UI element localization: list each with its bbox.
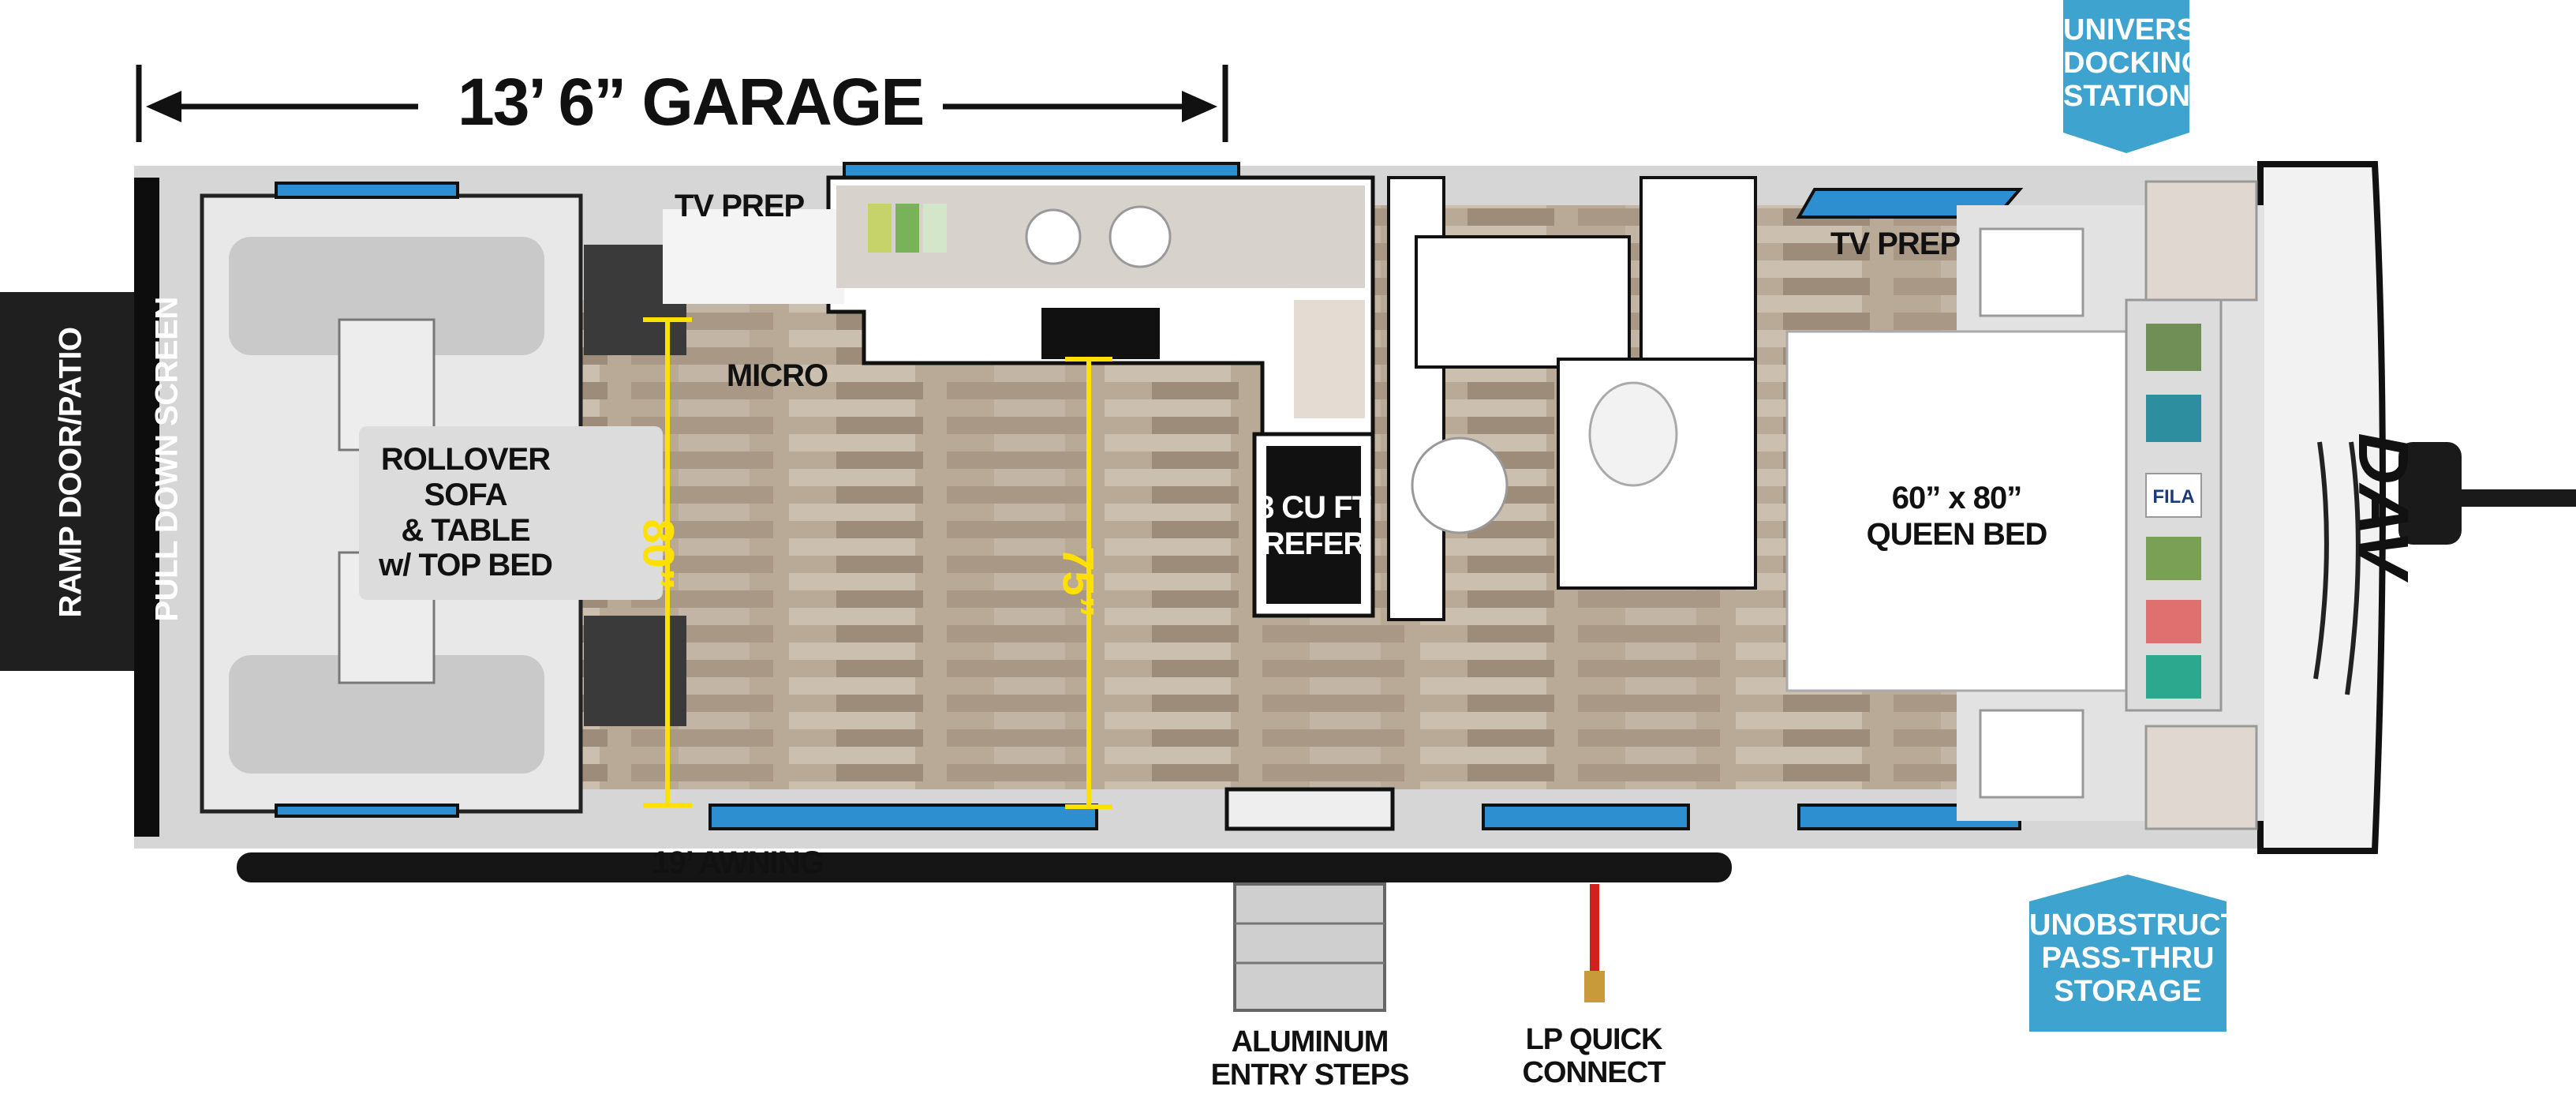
sofa-label: ROLLOVER SOFA & TABLE w/ TOP BED xyxy=(371,442,560,583)
rear-wall xyxy=(134,178,159,837)
sofa-line-1: ROLLOVER xyxy=(380,442,551,477)
sofa-line-4: w/ TOP BED xyxy=(379,548,553,583)
awning xyxy=(237,852,1732,882)
storage-line-3: STORAGE xyxy=(2054,974,2202,1008)
garage-length-label: 13’ 6” GARAGE xyxy=(458,65,925,139)
dim-80-label: 80” xyxy=(634,519,684,590)
ramp-door xyxy=(0,292,134,671)
bed-line-1: 60” x 80” xyxy=(1891,481,2022,515)
window xyxy=(275,182,459,199)
docking-line-2: DOCKING xyxy=(2063,46,2205,80)
pass-thru-storage-badge: UNOBSTRUCTED PASS-THRU STORAGE xyxy=(2029,901,2281,1032)
steps-line-1: ALUMINUM xyxy=(1231,1025,1389,1058)
docking-arrow xyxy=(2063,133,2189,153)
bed-label: 60” x 80” QUEEN BED xyxy=(1854,480,2059,553)
lp-line-2: CONNECT xyxy=(1522,1055,1666,1089)
fridge-line-1: 8 CU FT xyxy=(1256,490,1371,525)
dim-75-label: 75” xyxy=(1053,546,1104,618)
shower xyxy=(1415,235,1631,369)
storage-arrow xyxy=(2029,875,2226,901)
toilet xyxy=(1411,436,1509,534)
sofa-line-3: & TABLE xyxy=(401,512,530,548)
docking-line-1: UNIVERSAL xyxy=(2063,13,2237,47)
tv-prep-front-label: TV PREP xyxy=(675,189,805,223)
micro-label: MICRO xyxy=(726,358,828,393)
jack xyxy=(2398,442,2462,545)
awning-label: 19’ AWNING xyxy=(652,845,824,880)
stove xyxy=(1041,308,1160,359)
lp-connect-label: LP QUICK CONNECT xyxy=(1511,1023,1677,1090)
fridge-line-2: REFER xyxy=(1262,526,1367,561)
entry-steps-label: ALUMINUM ENTRY STEPS xyxy=(1203,1025,1416,1092)
pull-down-screen-label: PULL DOWN SCREEN xyxy=(149,297,185,622)
fridge-label: 8 CU FT REFER xyxy=(1254,489,1373,562)
entry-door xyxy=(1224,787,1395,831)
table xyxy=(359,426,663,600)
brand-logo: DAV xyxy=(2343,433,2422,583)
docking-line-3: STATION xyxy=(2063,79,2191,113)
steps-line-2: ENTRY STEPS xyxy=(1210,1058,1410,1092)
ramp-door-label: RAMP DOOR/PATIO xyxy=(53,327,88,618)
shirt-logo: FILA xyxy=(2152,486,2194,508)
tv-prep-bed-label: TV PREP xyxy=(1830,227,1961,261)
lp-line-1: LP QUICK xyxy=(1525,1023,1663,1056)
bed-line-2: QUEEN BED xyxy=(1866,517,2048,552)
entry-steps xyxy=(1233,882,1386,1012)
sofa-line-2: SOFA xyxy=(424,477,508,512)
docking-station-badge: UNIVERSAL DOCKING STATION xyxy=(2063,0,2237,133)
storage-line-1: UNOBSTRUCTED xyxy=(2029,909,2281,942)
storage-line-2: PASS-THRU xyxy=(2041,941,2215,975)
lp-hose xyxy=(1590,884,1599,971)
front-cap xyxy=(2257,161,2386,854)
